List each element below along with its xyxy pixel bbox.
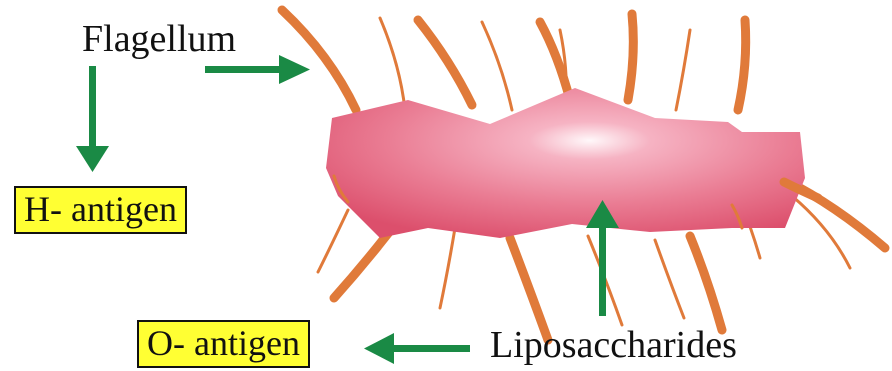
flagellum-strand [282,10,356,110]
flagellum-strand [482,22,512,110]
arrow-flagellum-to-h-antigen [76,66,109,172]
flagellum-strand [690,236,722,330]
flagellum-strand [440,228,455,308]
flagellum-strand [380,18,405,110]
h-antigen-label: H- antigen [14,186,187,234]
flagellum-strand [418,20,472,105]
o-antigen-label: O- antigen [137,320,310,368]
flagellum-strand [738,20,746,110]
bacterial-cell-body [326,88,805,238]
liposaccharides-label: Liposaccharides [490,326,737,364]
flagellum-strand [628,14,633,100]
arrow-liposaccharides-to-o-antigen [364,333,470,364]
flagellum-strand [676,30,690,110]
flagellum-strand [792,196,850,268]
flagellum-label: Flagellum [82,20,236,58]
flagellum-strand [655,240,684,318]
flagellum-strand [318,210,348,272]
